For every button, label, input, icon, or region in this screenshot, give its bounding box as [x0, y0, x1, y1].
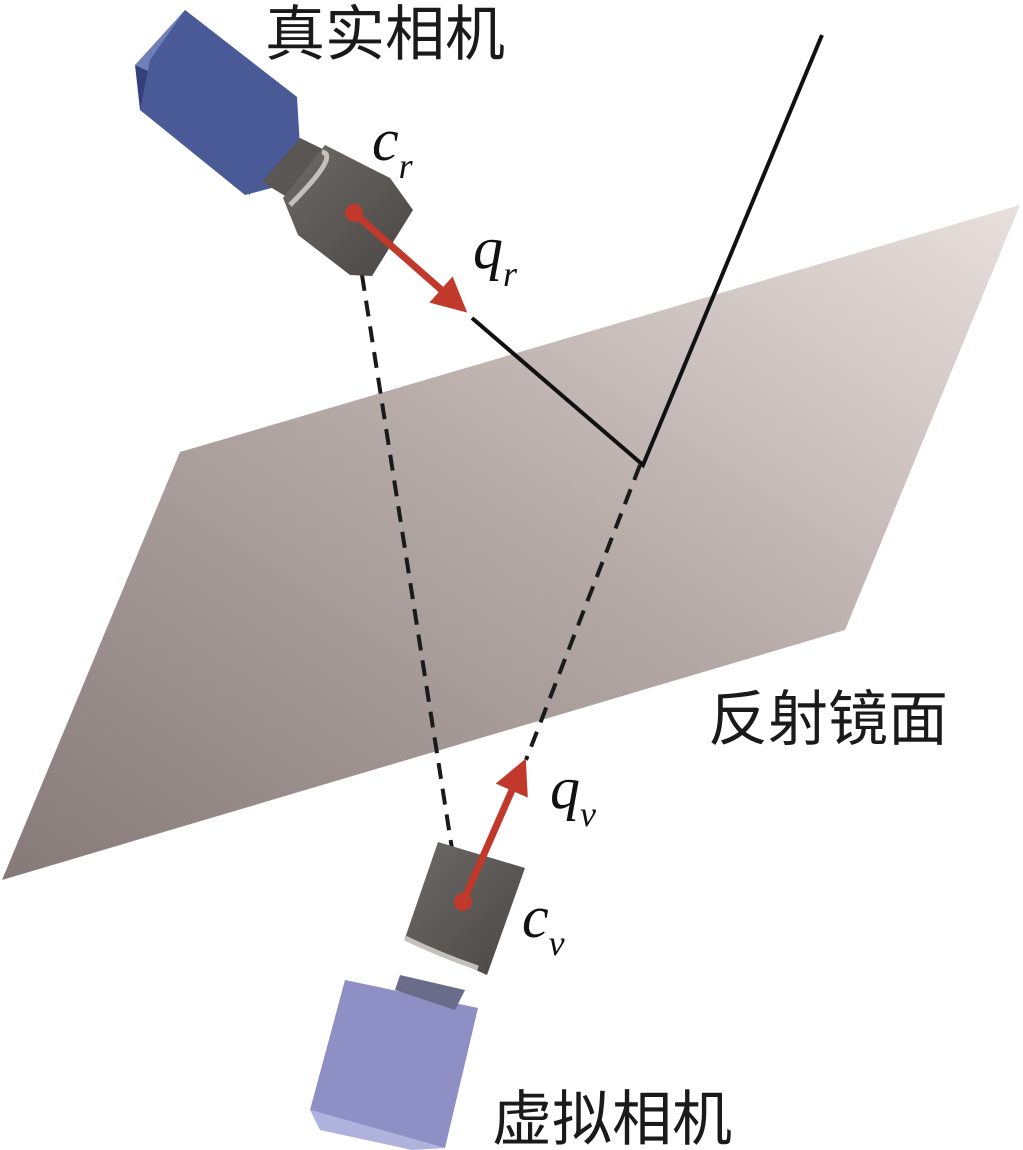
virtual-camera-body-front	[310, 980, 478, 1148]
qv-main: q	[550, 755, 580, 821]
qr-sub: r	[503, 254, 518, 294]
real-camera	[135, 10, 413, 276]
real-camera-lens-ring	[288, 149, 330, 207]
virtual-camera-body-top	[310, 1110, 445, 1150]
real-camera-center-point	[345, 204, 363, 222]
qv-sub: v	[580, 794, 596, 834]
cv-sub: v	[549, 923, 565, 963]
qv-label: qv	[550, 755, 596, 834]
cv-main: c	[522, 884, 549, 950]
cr-main: c	[372, 107, 399, 173]
real-camera-label: 真实相机	[265, 0, 505, 70]
mirror-plane	[2, 205, 1020, 880]
real-camera-body-front	[140, 10, 302, 195]
vector-qv-arrow	[459, 758, 528, 904]
cr-label: cr	[372, 107, 414, 186]
cv-label: cv	[522, 884, 565, 963]
cr-sub: r	[399, 146, 414, 186]
virtual-camera-lens-neck	[395, 975, 465, 1010]
qr-label: qr	[473, 215, 518, 294]
reflected-ray	[470, 34, 824, 469]
virtual-camera-lens-ring	[403, 935, 479, 971]
mirror-label: 反射镜面	[708, 685, 948, 755]
virtual-camera-label: 虚拟相机	[492, 1085, 732, 1150]
camera-link-dashed	[360, 274, 462, 901]
real-camera-lens-neck	[262, 138, 335, 205]
virtual-ray-dashed	[524, 464, 642, 761]
qr-main: q	[473, 215, 503, 281]
virtual-camera-center-point	[454, 893, 472, 911]
vector-qr-arrow	[351, 210, 468, 313]
